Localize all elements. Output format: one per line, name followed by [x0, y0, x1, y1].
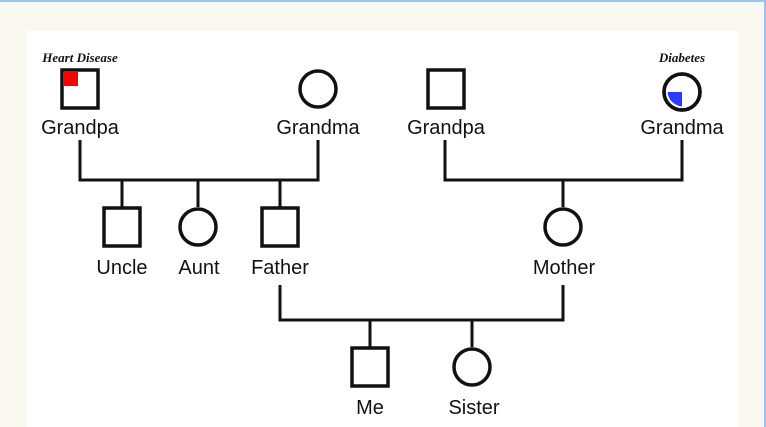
heart-disease-label: Heart Disease — [41, 50, 118, 65]
mat-grandma-symbol — [662, 72, 702, 112]
paternal-children-lines — [120, 180, 282, 207]
uncle-symbol — [102, 206, 142, 248]
top-border — [0, 0, 766, 2]
uncle-label: Uncle — [96, 257, 147, 279]
diabetes-marker — [667, 92, 682, 107]
pat-grandpa-symbol — [60, 68, 100, 110]
pat-grandma-symbol — [298, 69, 338, 109]
mother-label: Mother — [533, 257, 596, 279]
father-symbol — [260, 206, 300, 248]
children-lines — [368, 320, 474, 347]
connector-lines — [78, 140, 684, 347]
maternal-couple-line — [443, 140, 684, 182]
sister-symbol — [452, 347, 492, 387]
aunt-symbol — [178, 207, 218, 247]
diabetes-label: Diabetes — [658, 50, 705, 65]
paternal-couple-line — [78, 140, 320, 182]
mat-grandpa-symbol — [426, 68, 466, 110]
me-symbol — [350, 346, 390, 388]
father-label: Father — [251, 257, 309, 279]
heart-disease-marker — [64, 72, 78, 86]
mat-grandpa-label: Grandpa — [407, 117, 486, 139]
me-label: Me — [356, 397, 384, 419]
mat-grandma-label: Grandma — [640, 117, 724, 139]
pat-grandma-label: Grandma — [276, 117, 360, 139]
parents-couple-line — [278, 285, 565, 322]
pat-grandpa-label: Grandpa — [41, 117, 120, 139]
sister-label: Sister — [448, 397, 499, 419]
aunt-label: Aunt — [178, 257, 220, 279]
mother-symbol — [543, 207, 583, 247]
right-border — [764, 0, 766, 427]
